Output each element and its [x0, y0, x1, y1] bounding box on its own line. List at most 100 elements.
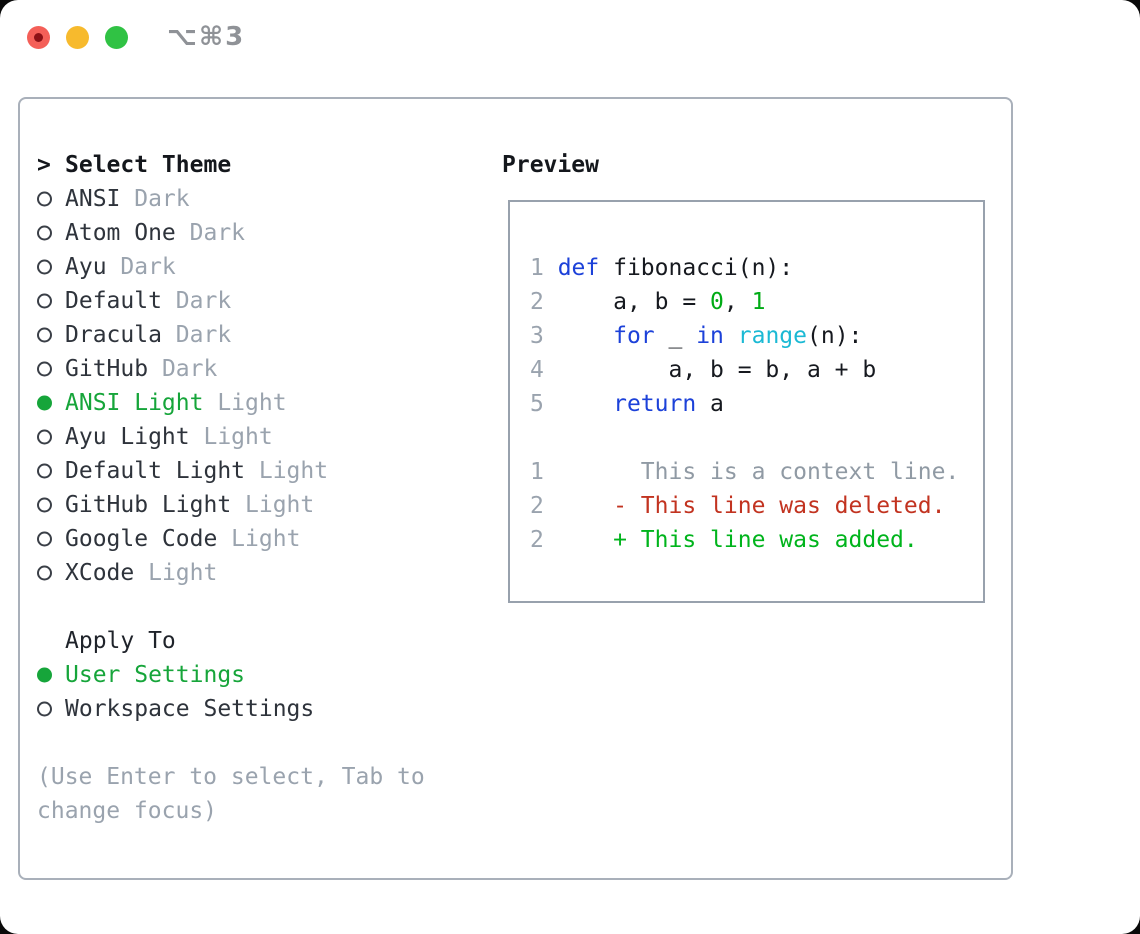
radio-selected-icon: [37, 386, 65, 420]
select-theme-header: > Select Theme: [37, 148, 425, 182]
theme-option-ansi-light[interactable]: ANSI Light Light: [37, 386, 425, 420]
option-label: Atom One: [65, 220, 176, 246]
code-segment-kw: def: [557, 255, 600, 281]
option-label: XCode: [65, 560, 135, 586]
option-label: Workspace Settings: [65, 696, 315, 722]
code-segment-cy: range: [737, 323, 807, 349]
code-segment-ln: 5: [530, 391, 558, 417]
radio-icon: [37, 318, 65, 352]
code-line: 5 return a: [530, 387, 983, 421]
code-segment-plain: [558, 391, 613, 417]
apply-to-title: Apply To: [65, 628, 176, 654]
radio-dot: [37, 531, 52, 547]
code-segment-plain: [558, 323, 613, 349]
code-segment-add: + This line was added.: [557, 527, 918, 553]
theme-option-xcode[interactable]: XCode Light: [37, 556, 425, 590]
radio-icon: [37, 182, 65, 216]
select-theme-title: Select Theme: [65, 152, 232, 178]
radio-dot: [37, 701, 52, 717]
radio-icon: [37, 420, 65, 454]
radio-dot: [37, 463, 52, 479]
theme-option-google-code[interactable]: Google Code Light: [37, 522, 425, 556]
radio-dot: [37, 497, 52, 513]
code-segment-kw: return: [613, 391, 697, 417]
radio-dot: [37, 361, 52, 377]
theme-variant-label: Light: [217, 526, 301, 552]
code-segment-ln: 1: [530, 459, 558, 485]
theme-variant-label: Dark: [161, 288, 232, 314]
code-segment-kw: in: [696, 323, 724, 349]
theme-option-default[interactable]: Default Dark: [37, 284, 425, 318]
code-segment-ctx: This is a context line.: [557, 459, 960, 485]
radio-icon: [37, 692, 65, 726]
theme-variant-label: Dark: [161, 322, 232, 348]
theme-option-ayu[interactable]: Ayu Dark: [37, 250, 425, 284]
code-segment-plain: (n):: [807, 323, 863, 349]
code-segment-ln: 2: [530, 527, 558, 553]
code-line: [530, 421, 983, 455]
option-label: Google Code: [65, 526, 218, 552]
option-label: GitHub Light: [65, 492, 232, 518]
focus-caret-icon: >: [37, 152, 51, 178]
radio-icon: [37, 522, 65, 556]
radio-icon: [37, 556, 65, 590]
zoom-button[interactable]: [105, 26, 128, 49]
theme-option-github-light[interactable]: GitHub Light Light: [37, 488, 425, 522]
theme-variant-label: Light: [231, 492, 315, 518]
window-shortcut-label: ⌥⌘3: [167, 22, 246, 52]
radio-dot: [37, 327, 52, 343]
code-line: 1 This is a context line.: [530, 455, 983, 489]
theme-option-atom-one[interactable]: Atom One Dark: [37, 216, 425, 250]
apply-option-user-settings[interactable]: User Settings: [37, 658, 425, 692]
theme-option-dracula[interactable]: Dracula Dark: [37, 318, 425, 352]
theme-option-github[interactable]: GitHub Dark: [37, 352, 425, 386]
radio-icon: [37, 250, 65, 284]
code-segment-plain: [724, 323, 738, 349]
code-segment-plain: fibonacci(n):: [599, 255, 794, 281]
option-label: Default: [65, 288, 162, 314]
code-line: 3 for _ in range(n):: [530, 319, 983, 353]
code-segment-kw: for: [613, 323, 655, 349]
code-segment-plain: a: [696, 391, 724, 417]
minimize-button[interactable]: [66, 26, 89, 49]
radio-icon: [37, 352, 65, 386]
theme-option-ayu-light[interactable]: Ayu Light Light: [37, 420, 425, 454]
apply-option-workspace-settings[interactable]: Workspace Settings: [37, 692, 425, 726]
code-segment-num: 1: [751, 289, 766, 315]
radio-dot: [37, 225, 52, 241]
radio-icon: [37, 488, 65, 522]
theme-variant-label: Light: [189, 424, 273, 450]
theme-variant-label: Light: [134, 560, 218, 586]
code-line: 4 a, b = b, a + b: [530, 353, 983, 387]
radio-dot: [37, 565, 52, 581]
radio-icon: [37, 454, 65, 488]
option-label: ANSI: [65, 186, 121, 212]
code-segment-ln: 1: [530, 255, 558, 281]
option-label: User Settings: [65, 662, 246, 688]
code-line: 2 + This line was added.: [530, 523, 983, 557]
theme-variant-label: Dark: [120, 186, 190, 212]
code-segment-plain: a, b =: [557, 289, 711, 315]
radio-dot: [37, 429, 52, 445]
code-segment-num: 0: [710, 289, 724, 315]
radio-dot-filled: [37, 395, 52, 411]
option-label: Default Light: [65, 458, 246, 484]
code-segment-ln: 2: [530, 493, 558, 519]
code-segment-del: - This line was deleted.: [557, 493, 946, 519]
radio-dot: [37, 191, 52, 207]
hint-line-2: change focus): [37, 798, 218, 824]
theme-variant-label: Dark: [175, 220, 246, 246]
code-line: 2 a, b = 0, 1: [530, 285, 983, 319]
close-button[interactable]: [27, 26, 50, 49]
theme-option-default-light[interactable]: Default Light Light: [37, 454, 425, 488]
code-segment-ln: 3: [530, 323, 558, 349]
theme-option-ansi[interactable]: ANSI Dark: [37, 182, 425, 216]
gap: [37, 590, 425, 624]
apply-to-header: Apply To: [37, 624, 425, 658]
code-segment-plain: _: [654, 323, 697, 349]
